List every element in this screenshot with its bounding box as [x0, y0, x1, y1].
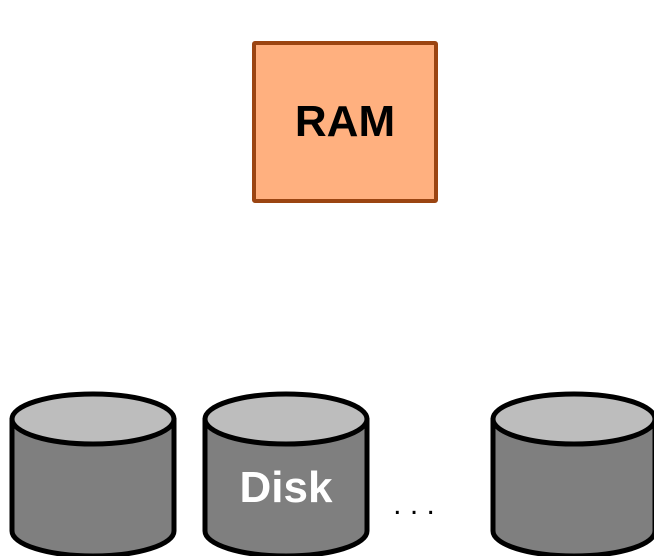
disk-1-top: [9, 391, 177, 447]
disk-2: Disk: [202, 391, 370, 556]
disk-3: [490, 391, 654, 556]
disk-3-top: [490, 391, 654, 447]
disk-2-label: Disk: [240, 463, 333, 512]
ellipsis: . . .: [393, 488, 435, 521]
disk-1: [9, 391, 177, 556]
ram-box: RAM: [252, 41, 438, 203]
ram-label: RAM: [294, 97, 396, 146]
disk-2-top: [202, 391, 370, 447]
